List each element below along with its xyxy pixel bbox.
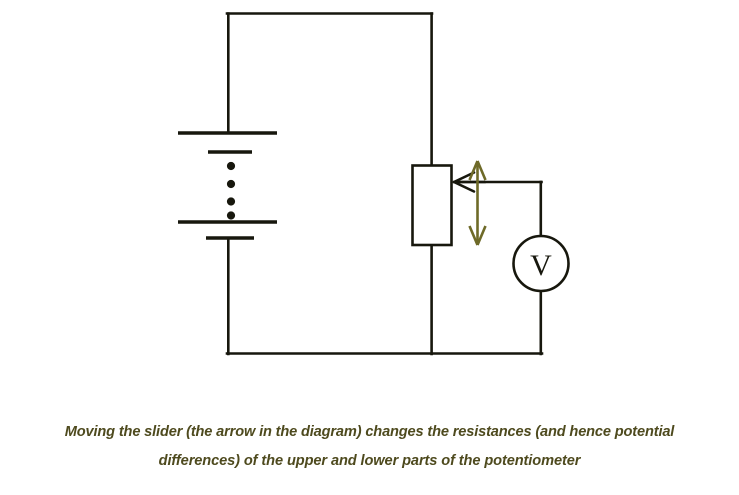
slider-arrow-head-down-right: [476, 225, 487, 246]
battery-symbol: [178, 131, 277, 240]
battery-continuation-dots: [226, 161, 236, 220]
wiper-arrow-head-lower: [452, 180, 476, 193]
battery-dot: [226, 179, 236, 189]
battery-dot: [226, 197, 236, 206]
circuit-schematic-svg: V: [178, 12, 570, 356]
wiper-arrow-icon: [452, 171, 487, 193]
slider-arrow-head-up-right: [476, 160, 487, 181]
slider-arrow-head-down-left: [468, 225, 479, 246]
battery-dot: [226, 161, 236, 171]
voltmeter-circle: [512, 234, 570, 293]
battery-dot: [226, 211, 236, 220]
slider-arrow-head-up-left: [468, 160, 479, 181]
circuit-wires: [225, 12, 544, 356]
voltmeter-label: V: [530, 249, 552, 282]
voltmeter-symbol: V: [512, 234, 570, 293]
potentiometer-body: [411, 164, 453, 247]
caption-line-2: differences) of the upper and lower part…: [158, 453, 581, 469]
caption-line-1: Moving the slider (the arrow in the diag…: [64, 424, 675, 440]
slider-travel-arrow-icon: [468, 160, 487, 246]
figure-caption: Moving the slider (the arrow in the diag…: [0, 418, 739, 476]
